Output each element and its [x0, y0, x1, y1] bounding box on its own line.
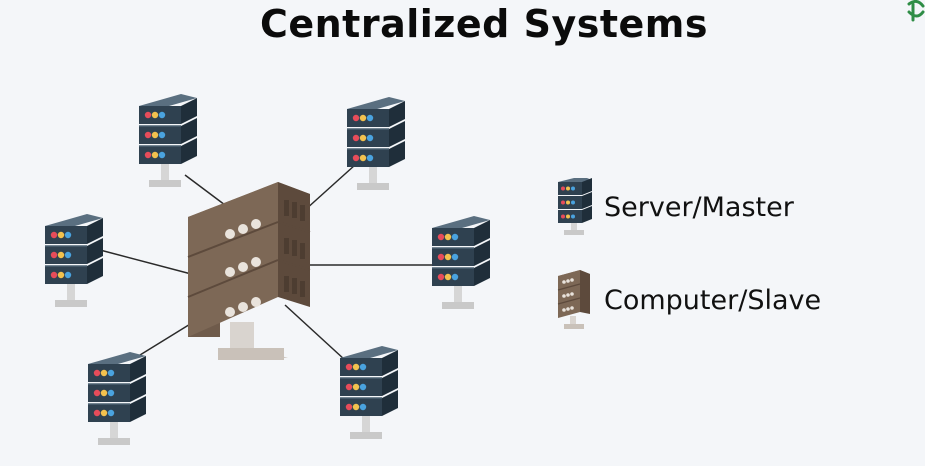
- brand-logo-icon: [907, 0, 925, 22]
- legend-label-server: Server/Master: [604, 191, 794, 223]
- legend-item-computer: Computer/Slave: [556, 268, 821, 332]
- legend-label-computer: Computer/Slave: [604, 284, 822, 316]
- server-icon: [558, 178, 592, 235]
- server-bottom-right: [339, 345, 399, 440]
- link-top-right: [304, 164, 356, 211]
- central-computer: [187, 182, 311, 360]
- link-top-left: [184, 174, 226, 206]
- page-title: Centralized Systems: [259, 2, 709, 46]
- link-mid-left: [99, 249, 196, 276]
- server-top-right: [346, 96, 406, 191]
- computer-icon: [557, 270, 590, 329]
- server-mid-left: [44, 213, 104, 308]
- server-mid-right: [431, 215, 491, 310]
- link-bottom-right: [284, 304, 346, 361]
- server-top-left: [138, 93, 198, 188]
- server-bottom-left: [87, 351, 147, 446]
- legend-item-server: Server/Master: [556, 178, 794, 236]
- connection-lines: [99, 164, 435, 361]
